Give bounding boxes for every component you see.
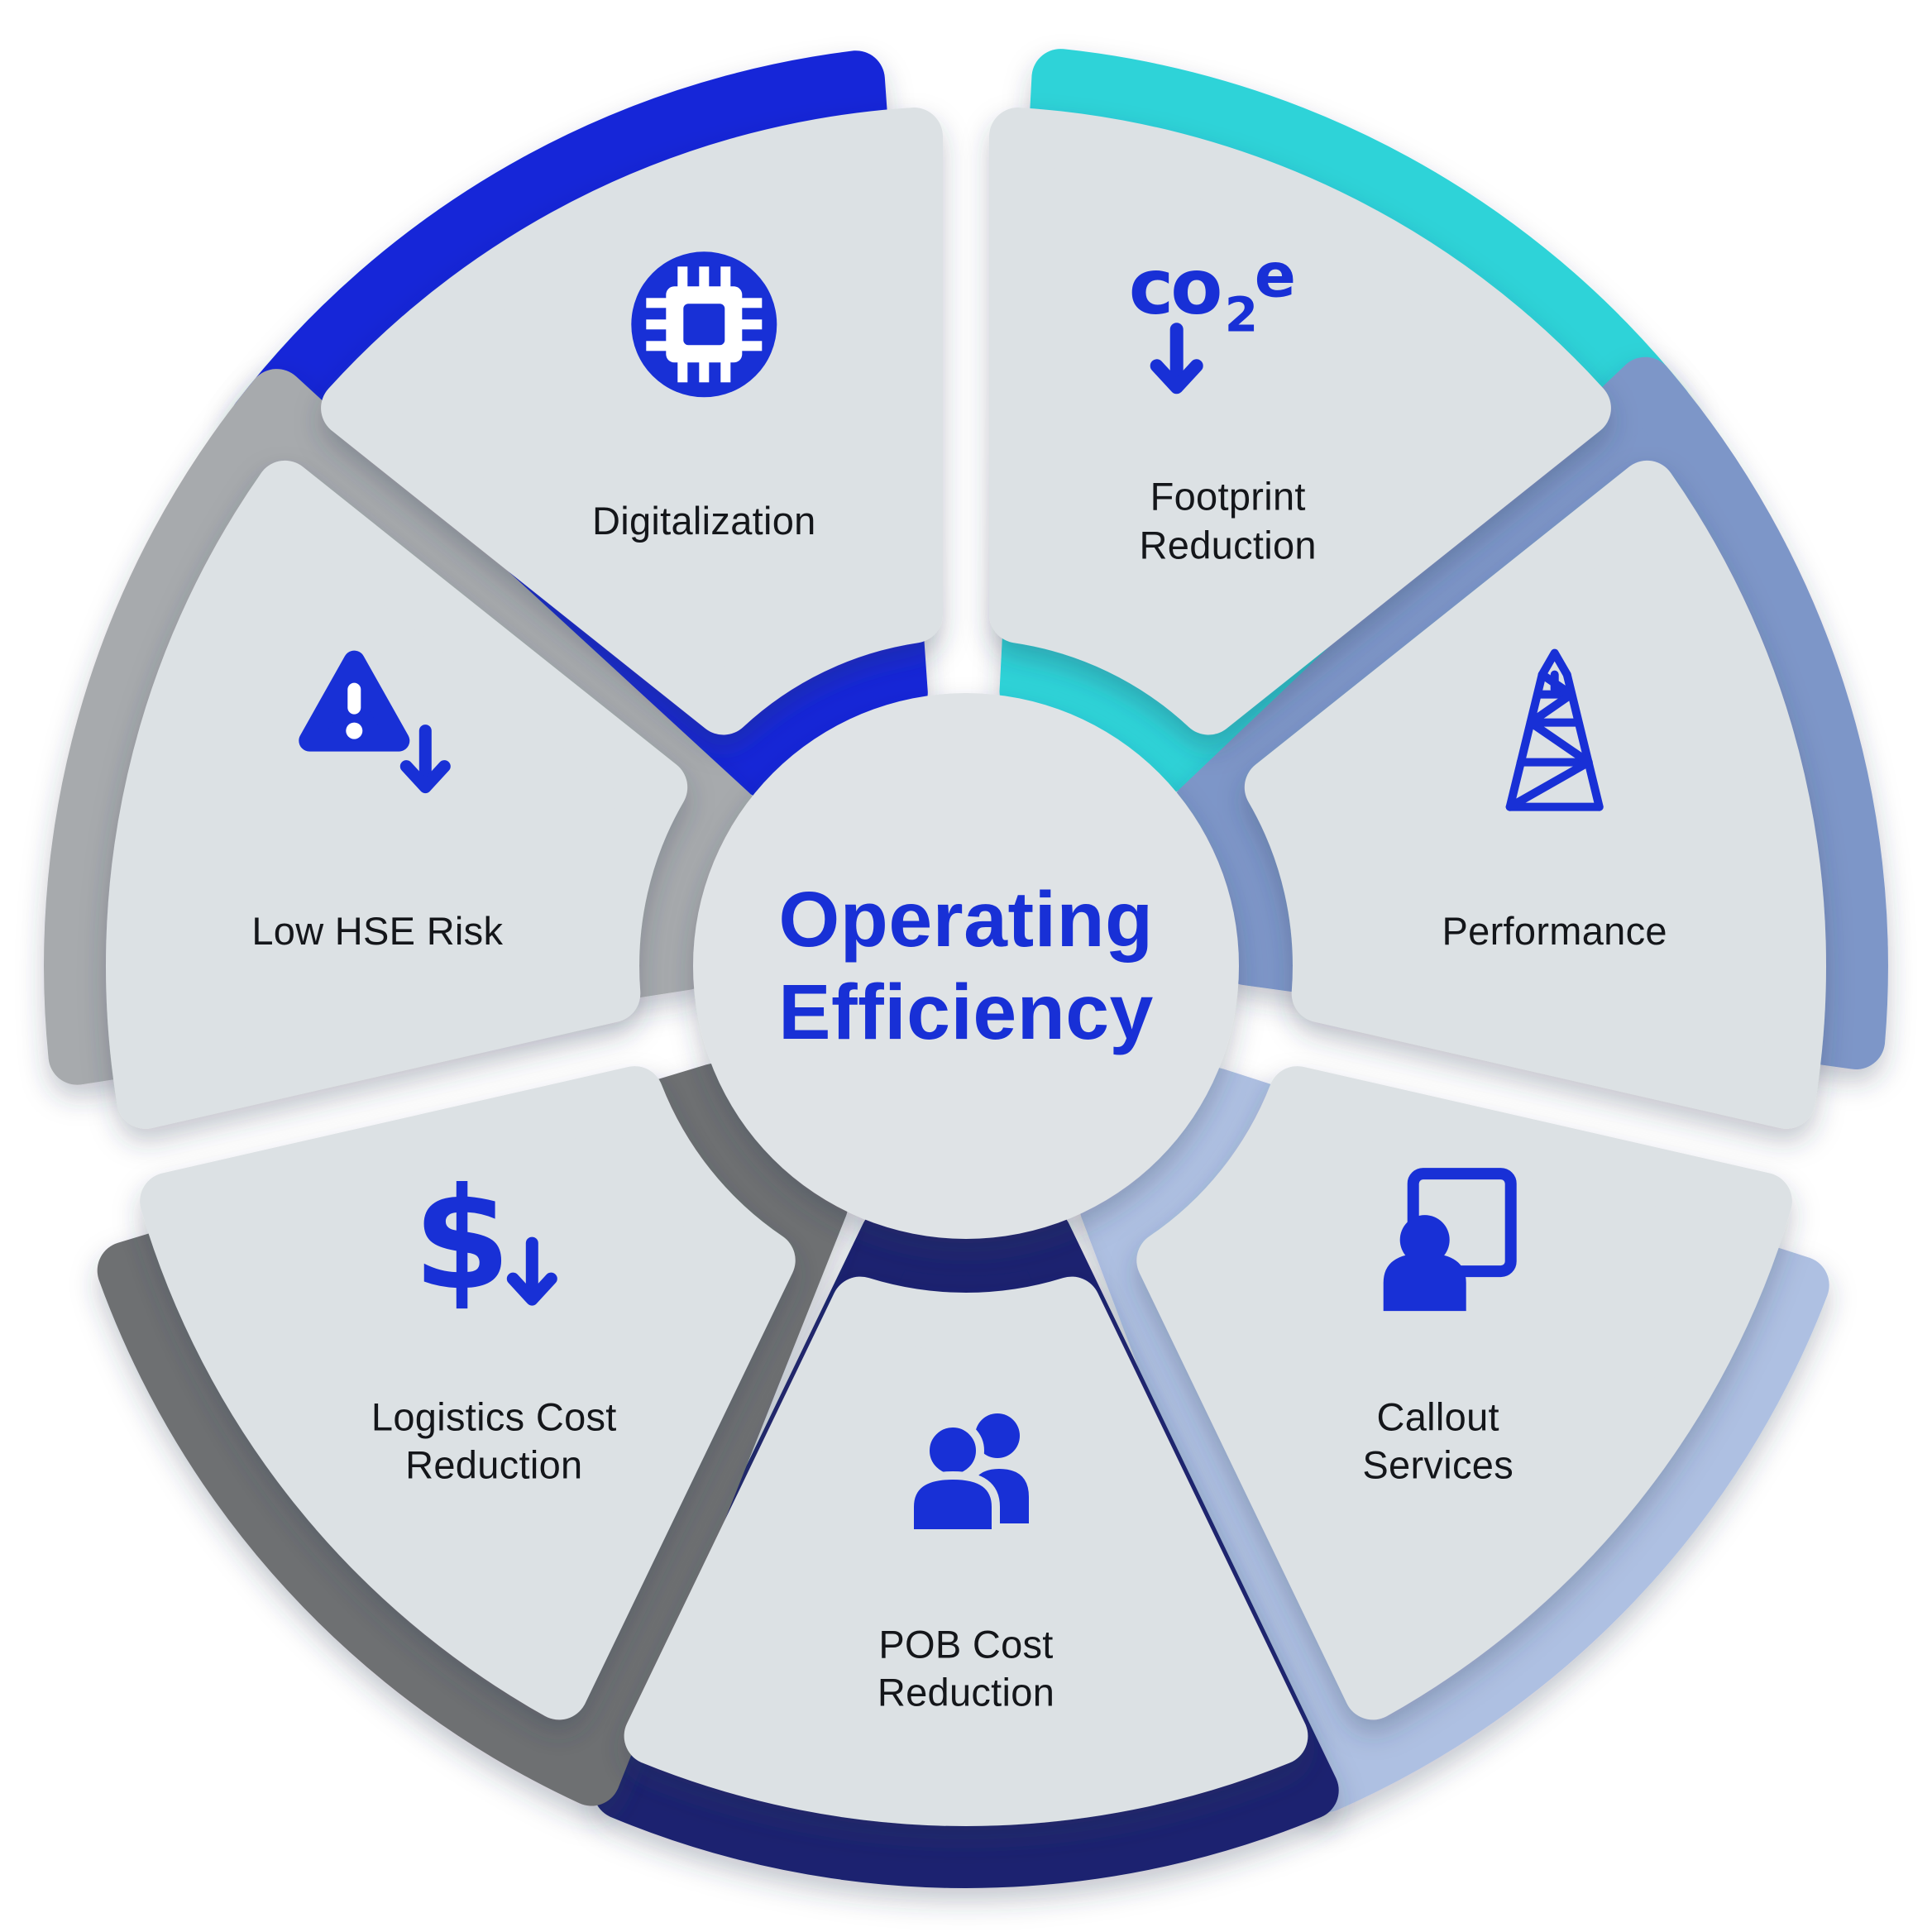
segment-petal-digitalization: [321, 108, 943, 735]
segment-petal-pob-cost-reduction: [624, 1276, 1308, 1826]
people-icon: [906, 1413, 1029, 1537]
svg-text:e: e: [1255, 240, 1296, 311]
derrick-icon: [1505, 648, 1604, 811]
svg-text:co: co: [1129, 242, 1221, 331]
dollar-down-icon: $: [413, 1158, 557, 1322]
center-circle: [693, 693, 1239, 1239]
segment-petal-logistics-cost-reduction: [140, 1066, 796, 1720]
chip-icon: [631, 251, 777, 398]
svg-text:2: 2: [1225, 286, 1258, 342]
segment-petal-footprint-reduction: [989, 108, 1611, 735]
warning-down-icon: [299, 650, 451, 794]
svg-text:$: $: [413, 1158, 510, 1322]
segment-petal-low-hse-risk: [106, 460, 688, 1129]
center-title: Operating Efficiency: [778, 875, 1154, 1056]
person-frame-icon: [1383, 1168, 1517, 1312]
segment-petal-callout-services: [1136, 1066, 1792, 1720]
